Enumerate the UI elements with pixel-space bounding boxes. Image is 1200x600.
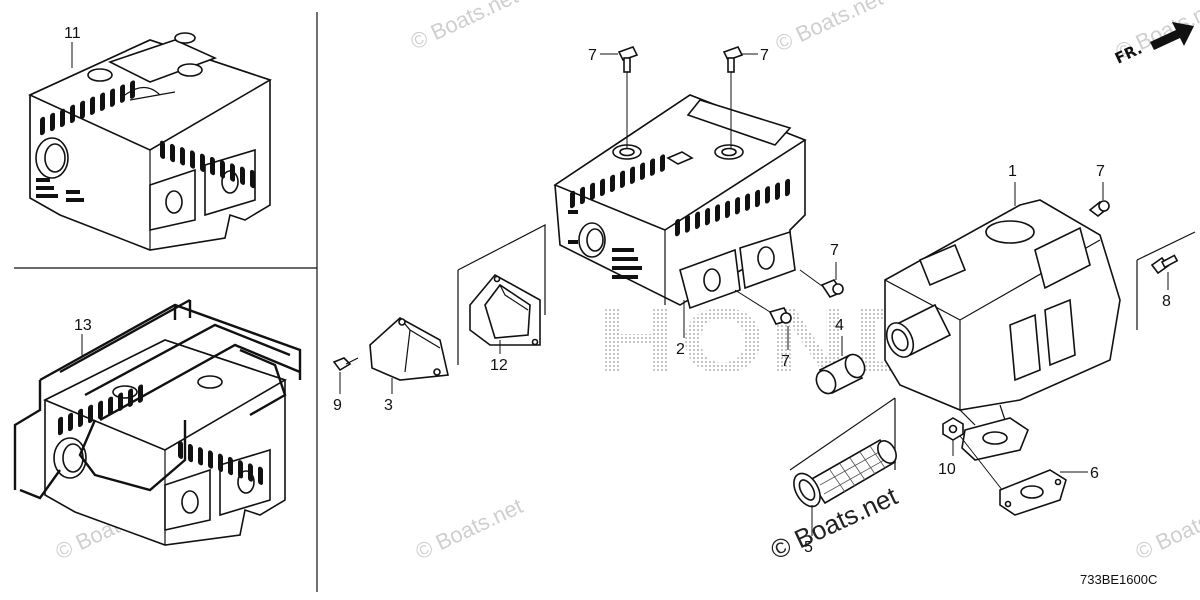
leader-7d-axis xyxy=(734,289,771,313)
callout-12: 12 xyxy=(490,357,508,374)
watermark-faint: © Boats.net xyxy=(407,0,522,55)
part-1-muffler xyxy=(884,199,1121,461)
part-6-gasket xyxy=(999,469,1067,516)
watermark-faint: © Boats.net xyxy=(412,493,527,564)
callout-7: 7 xyxy=(781,353,790,370)
callout-1: 1 xyxy=(1008,163,1017,180)
part-7-screw xyxy=(617,46,639,73)
front-arrow-icon xyxy=(1150,22,1194,50)
part-12-deflector-gasket xyxy=(457,224,546,365)
part-9-screw xyxy=(332,357,359,372)
part-10-nut xyxy=(942,417,964,441)
callout-7: 7 xyxy=(830,242,839,259)
part-8-bolt xyxy=(1136,231,1196,330)
part-4-collar xyxy=(815,353,866,395)
callout-9: 9 xyxy=(333,397,342,414)
callout-6: 6 xyxy=(1090,465,1099,482)
callout-8: 8 xyxy=(1162,293,1171,310)
part-5-spark-arrester xyxy=(789,397,897,508)
part-7-screw xyxy=(1088,200,1110,218)
callout-13: 13 xyxy=(74,317,92,334)
part-2-muffler-protector xyxy=(553,94,807,310)
diagram-code: 733BE1600C xyxy=(1080,572,1157,587)
part-7-screw xyxy=(722,46,744,73)
part-3-deflector xyxy=(369,317,449,381)
callout-5: 5 xyxy=(804,539,813,556)
callout-2: 2 xyxy=(676,341,685,358)
part-13-protector-with-guard xyxy=(13,298,302,546)
part-7-screw xyxy=(768,307,792,325)
leader-7c-axis xyxy=(799,269,823,287)
watermark-faint: © Boats.net xyxy=(1132,493,1200,564)
callout-11: 11 xyxy=(64,25,81,42)
callout-7: 7 xyxy=(588,47,597,64)
part-11-muffler-protector xyxy=(28,32,272,251)
callout-4: 4 xyxy=(835,317,844,334)
callout-10: 10 xyxy=(938,461,956,478)
watermark-faint: © Boats.net xyxy=(772,0,887,57)
callout-7: 7 xyxy=(760,47,769,64)
callout-3: 3 xyxy=(384,397,393,414)
callout-7: 7 xyxy=(1096,163,1105,180)
part-7-screw xyxy=(820,279,844,298)
